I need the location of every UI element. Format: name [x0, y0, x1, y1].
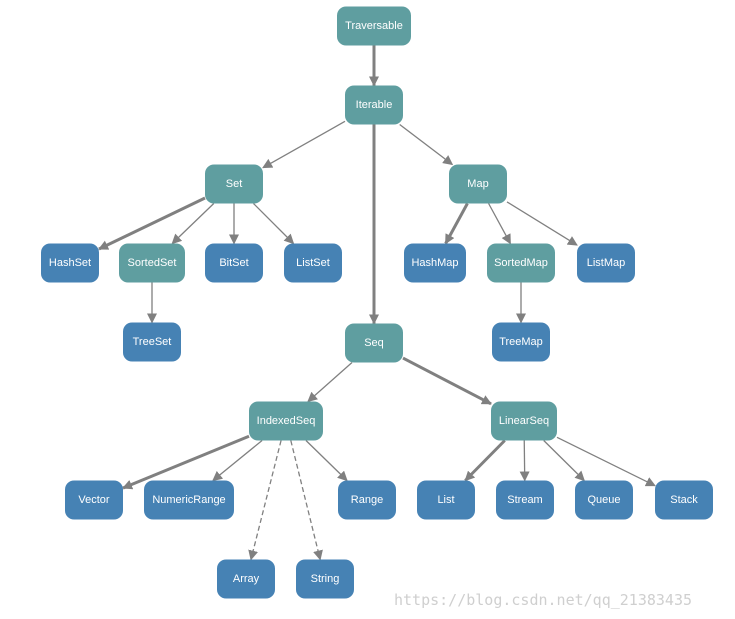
node-box-string [296, 559, 354, 599]
edges-layer [98, 45, 656, 561]
node-hashset: HashSet [41, 243, 99, 283]
node-indexedseq: IndexedSeq [249, 401, 323, 441]
node-string: String [296, 559, 354, 599]
edge-indexedseq-to-vector [122, 434, 250, 490]
edge-indexedseq-to-array [248, 440, 282, 561]
node-box-stream [496, 480, 554, 520]
edge-indexedseq-to-string [290, 440, 323, 561]
node-label-set: Set [226, 178, 243, 190]
node-label-vector: Vector [78, 494, 110, 506]
node-label-sortedmap: SortedMap [494, 257, 548, 269]
node-listset: ListSet [284, 243, 342, 283]
node-queue: Queue [575, 480, 633, 520]
node-array: Array [217, 559, 275, 599]
node-box-hashmap [404, 243, 466, 283]
node-list: List [417, 480, 475, 520]
node-label-queue: Queue [587, 494, 620, 506]
node-box-vector [65, 480, 123, 520]
node-box-set [205, 164, 263, 204]
edge-indexedseq-to-range [305, 440, 348, 482]
edge-seq-to-linearseq [402, 356, 492, 406]
node-label-linearseq: LinearSeq [499, 415, 549, 427]
edge-linearseq-to-queue [543, 440, 585, 482]
node-label-map: Map [467, 178, 488, 190]
node-box-iterable [345, 85, 403, 125]
node-box-listmap [577, 243, 635, 283]
edge-set-to-listset [253, 203, 295, 245]
node-set: Set [205, 164, 263, 204]
watermark-text: https://blog.csdn.net/qq_21383435 [394, 591, 692, 609]
node-box-indexedseq [249, 401, 323, 441]
node-box-treemap [492, 322, 550, 362]
node-box-queue [575, 480, 633, 520]
node-label-numericrange: NumericRange [152, 494, 225, 506]
node-traversable: Traversable [337, 6, 411, 46]
node-label-list: List [437, 494, 454, 506]
edge-seq-to-indexedseq [307, 362, 353, 403]
node-label-hashmap: HashMap [411, 257, 458, 269]
node-box-list [417, 480, 475, 520]
node-label-stream: Stream [507, 494, 542, 506]
edge-set-to-sortedset [171, 203, 215, 245]
node-label-listset: ListSet [296, 257, 330, 269]
edge-map-to-sortedmap [488, 203, 511, 245]
node-map: Map [449, 164, 507, 204]
node-box-bitset [205, 243, 263, 283]
node-box-array [217, 559, 275, 599]
node-box-hashset [41, 243, 99, 283]
edge-iterable-to-map [399, 123, 454, 166]
node-box-listset [284, 243, 342, 283]
node-label-range: Range [351, 494, 383, 506]
node-label-hashset: HashSet [49, 257, 91, 269]
edge-map-to-listmap [506, 201, 578, 246]
node-box-traversable [337, 6, 411, 46]
node-iterable: Iterable [345, 85, 403, 125]
edge-linearseq-to-stack [556, 436, 656, 487]
node-hashmap: HashMap [404, 243, 466, 283]
node-stream: Stream [496, 480, 554, 520]
node-box-map [449, 164, 507, 204]
node-sortedset: SortedSet [119, 243, 185, 283]
node-label-array: Array [233, 573, 260, 585]
edge-linearseq-to-stream [519, 440, 530, 482]
edge-indexedseq-to-numericrange [212, 439, 263, 482]
node-listmap: ListMap [577, 243, 635, 283]
node-label-seq: Seq [364, 337, 384, 349]
node-label-indexedseq: IndexedSeq [257, 415, 316, 427]
node-seq: Seq [345, 323, 403, 363]
node-treemap: TreeMap [492, 322, 550, 362]
node-treeset: TreeSet [123, 322, 181, 362]
edge-linearseq-to-list [464, 439, 506, 482]
node-label-iterable: Iterable [356, 99, 393, 111]
node-label-bitset: BitSet [219, 257, 248, 269]
node-range: Range [338, 480, 396, 520]
node-box-treeset [123, 322, 181, 362]
node-numericrange: NumericRange [144, 480, 234, 520]
edge-map-to-hashmap [444, 202, 469, 245]
node-box-linearseq [491, 401, 557, 441]
node-label-treemap: TreeMap [499, 336, 543, 348]
edge-set-to-hashset [98, 196, 206, 251]
node-label-listmap: ListMap [587, 257, 626, 269]
node-bitset: BitSet [205, 243, 263, 283]
node-label-treeset: TreeSet [133, 336, 172, 348]
node-box-range [338, 480, 396, 520]
edge-iterable-to-set [262, 120, 346, 169]
node-box-sortedset [119, 243, 185, 283]
node-box-numericrange [144, 480, 234, 520]
node-box-seq [345, 323, 403, 363]
node-vector: Vector [65, 480, 123, 520]
node-label-stack: Stack [670, 494, 698, 506]
node-label-string: String [311, 573, 340, 585]
node-label-traversable: Traversable [345, 20, 403, 32]
node-label-sortedset: SortedSet [128, 257, 177, 269]
node-linearseq: LinearSeq [491, 401, 557, 441]
node-box-sortedmap [487, 243, 555, 283]
node-sortedmap: SortedMap [487, 243, 555, 283]
node-stack: Stack [655, 480, 713, 520]
node-box-stack [655, 480, 713, 520]
